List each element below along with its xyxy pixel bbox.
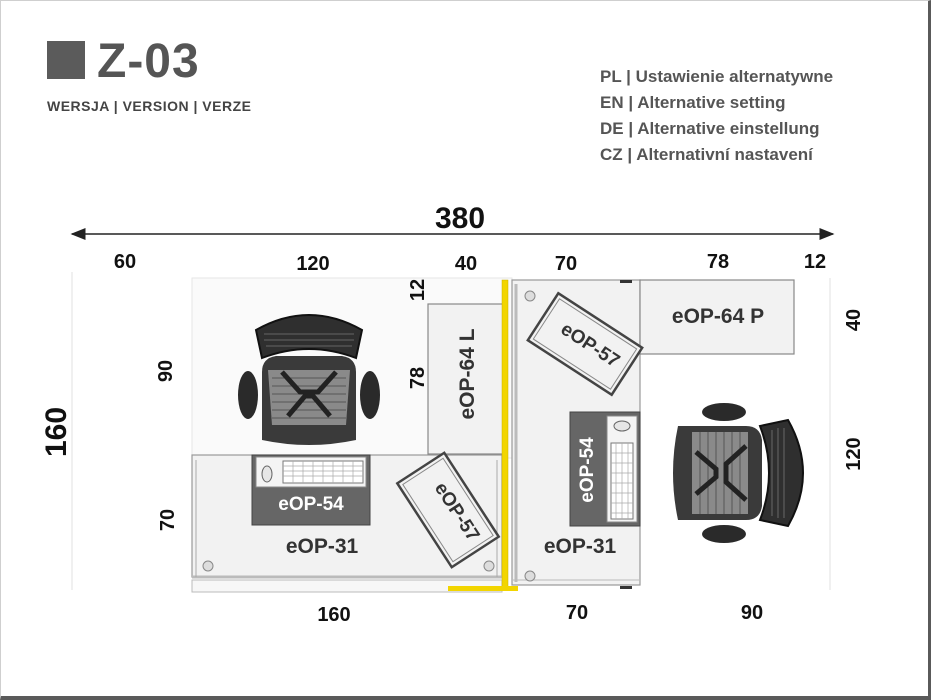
dim-total-width: 380 xyxy=(435,202,485,235)
connector-left xyxy=(395,451,501,569)
cpu-unit-left xyxy=(251,454,371,526)
dim-left-90: 90 xyxy=(155,360,177,382)
lang-pl: PL | Ustawienie alternatywne xyxy=(600,67,834,86)
label-cpu-left: eOP-54 xyxy=(278,494,344,515)
lang-de: DE | Alternative einstellung xyxy=(600,119,820,138)
cabinet-left xyxy=(427,303,505,455)
office-chair-right-icon xyxy=(673,403,804,543)
dim-bottom-70: 70 xyxy=(566,602,588,624)
lang-cz: CZ | Alternativní nastavení xyxy=(600,145,813,164)
connector-right xyxy=(526,291,644,397)
version-label: WERSJA | VERSION | VERZE xyxy=(47,98,252,114)
label-cabinet-right: eOP-64 P xyxy=(672,305,764,328)
dim-cabinet-78: 78 xyxy=(407,367,429,389)
lang-en: EN | Alternative setting xyxy=(600,93,786,112)
dim-left-70: 70 xyxy=(157,509,179,531)
dim-top-120: 120 xyxy=(296,253,329,275)
dim-top-12: 12 xyxy=(804,251,826,273)
screen-divider-bottom xyxy=(448,586,518,591)
header-square-icon xyxy=(47,41,85,79)
label-desk-left: eOP-31 xyxy=(286,535,359,558)
dim-total-depth: 160 xyxy=(40,407,73,457)
dim-right-120: 120 xyxy=(843,437,865,470)
office-chair-left-icon xyxy=(238,314,380,445)
dim-top-78: 78 xyxy=(707,251,729,273)
dim-bottom-90: 90 xyxy=(741,602,763,624)
cpu-unit-right xyxy=(569,411,641,527)
dim-bottom-160: 160 xyxy=(317,604,350,626)
label-cabinet-left: eOP-64 L xyxy=(456,328,479,419)
dim-cabinet-12: 12 xyxy=(407,279,429,301)
label-desk-right: eOP-31 xyxy=(544,535,617,558)
dim-top-60: 60 xyxy=(114,251,136,273)
dim-right-40: 40 xyxy=(843,309,865,331)
model-title: Z-03 xyxy=(97,35,200,88)
dim-top-40: 40 xyxy=(455,253,477,275)
screen-divider xyxy=(501,279,509,591)
cabinet-right xyxy=(639,279,795,355)
dim-top-70: 70 xyxy=(555,253,577,275)
label-cpu-right: eOP-54 xyxy=(577,437,598,503)
